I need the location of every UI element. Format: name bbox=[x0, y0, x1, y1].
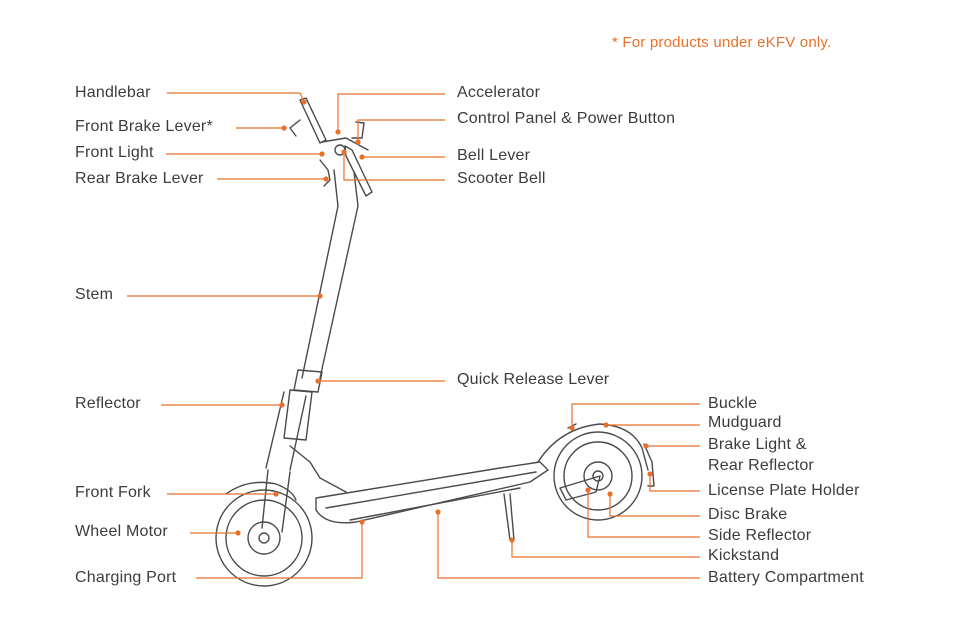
leader-buckle bbox=[571, 403, 700, 428]
disc-brake bbox=[583, 461, 613, 491]
label-license-plate-holder: License Plate Holder bbox=[708, 482, 860, 499]
label-side-reflector: Side Reflector bbox=[708, 527, 812, 544]
leader-handlebar bbox=[167, 92, 305, 103]
label-bell-lever: Bell Lever bbox=[457, 147, 531, 164]
control-panel bbox=[351, 121, 365, 139]
label-mudguard: Mudguard bbox=[708, 414, 782, 431]
rear-brake-lever bbox=[319, 159, 331, 187]
license-plate-holder bbox=[643, 443, 655, 487]
label-disc-brake: Disc Brake bbox=[708, 506, 788, 523]
label-front-brake-lever: Front Brake Lever* bbox=[75, 118, 213, 135]
front-brake-lever bbox=[289, 119, 301, 137]
left-grip bbox=[299, 97, 327, 144]
leader-side-reflector bbox=[587, 490, 700, 538]
leader-kickstand bbox=[511, 540, 700, 558]
deck bbox=[315, 461, 549, 524]
label-control-panel: Control Panel & Power Button bbox=[457, 110, 676, 127]
leader-scooter-bell bbox=[343, 152, 445, 181]
label-quick-release-lever: Quick Release Lever bbox=[457, 371, 610, 388]
label-rear-brake-lever: Rear Brake Lever bbox=[75, 170, 204, 187]
leader-battery-compartment bbox=[437, 512, 700, 579]
label-wheel-motor: Wheel Motor bbox=[75, 523, 168, 540]
label-charging-port: Charging Port bbox=[75, 569, 177, 586]
rear-wheel bbox=[553, 431, 643, 521]
label-reflector: Reflector bbox=[75, 395, 141, 412]
label-battery-compartment: Battery Compartment bbox=[708, 569, 864, 586]
rear-mudguard bbox=[537, 423, 649, 471]
label-rear-reflector: Rear Reflector bbox=[708, 457, 814, 474]
label-front-light: Front Light bbox=[75, 144, 154, 161]
label-kickstand: Kickstand bbox=[708, 547, 780, 564]
label-handlebar: Handlebar bbox=[75, 84, 151, 101]
right-grip bbox=[344, 145, 373, 197]
label-accelerator: Accelerator bbox=[457, 84, 541, 101]
leader-control-panel bbox=[357, 119, 445, 142]
eKFV-footnote: * For products under eKFV only. bbox=[612, 34, 832, 51]
leader-charging-port bbox=[196, 522, 363, 579]
label-buckle: Buckle bbox=[708, 395, 758, 412]
scooter-drawing bbox=[215, 97, 655, 587]
leader-dots bbox=[235, 99, 653, 543]
label-stem: Stem bbox=[75, 286, 114, 303]
kickstand bbox=[503, 493, 515, 541]
leader-accelerator bbox=[337, 93, 445, 132]
label-front-fork: Front Fork bbox=[75, 484, 151, 501]
label-brake-light: Brake Light & bbox=[708, 436, 807, 453]
leader-disc-brake bbox=[609, 494, 700, 517]
stem-left bbox=[301, 169, 339, 379]
leader-lines bbox=[127, 92, 700, 579]
label-scooter-bell: Scooter Bell bbox=[457, 170, 546, 187]
leader-license-plate-holder bbox=[649, 474, 700, 492]
front-mudguard bbox=[225, 481, 297, 501]
front-wheel bbox=[215, 489, 313, 587]
stem-right bbox=[319, 171, 359, 379]
